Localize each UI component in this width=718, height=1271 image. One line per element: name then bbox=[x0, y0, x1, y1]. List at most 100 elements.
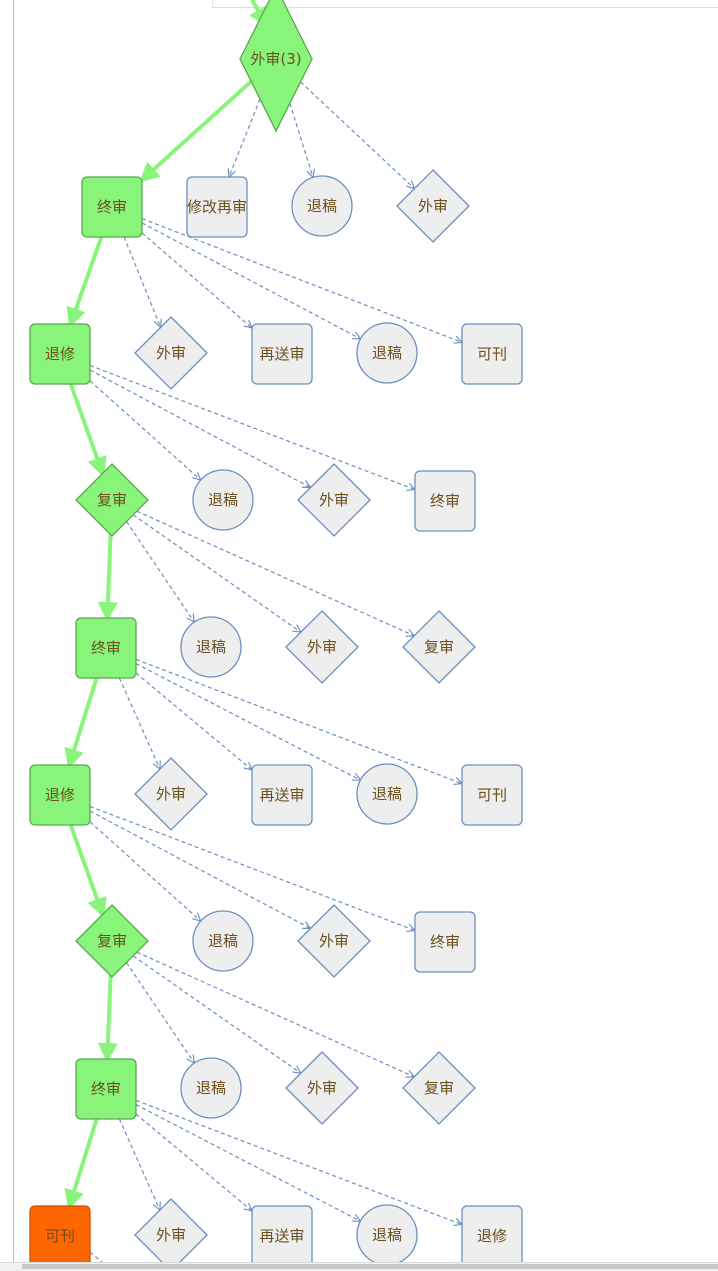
node-rect[interactable]: 再送审 bbox=[251, 1205, 313, 1262]
node-shape-rect bbox=[461, 764, 523, 826]
node-label: 终审 bbox=[91, 639, 121, 657]
node-circle[interactable]: 退稿 bbox=[356, 322, 418, 384]
node-shape-diamond bbox=[75, 904, 149, 978]
node-rect[interactable]: 终审 bbox=[75, 1058, 137, 1120]
node-shape-rect bbox=[414, 911, 476, 973]
node-rect[interactable]: 终审 bbox=[81, 176, 143, 238]
node-shape-rect bbox=[251, 323, 313, 385]
option-edge bbox=[132, 955, 301, 1073]
option-edge bbox=[135, 1104, 360, 1222]
node-shape-diamond bbox=[396, 169, 470, 243]
node-rect[interactable]: 退修 bbox=[29, 323, 91, 385]
node-shape-circle bbox=[356, 763, 418, 825]
node-shape-rect bbox=[29, 764, 91, 826]
node-diamond[interactable]: 复审 bbox=[402, 610, 476, 684]
node-rect[interactable]: 退修 bbox=[461, 1205, 523, 1262]
node-label: 复审 bbox=[97, 932, 127, 950]
node-label: 可刊 bbox=[477, 786, 507, 804]
node-diamond[interactable]: 复审 bbox=[75, 904, 149, 978]
node-shape-rect bbox=[75, 1058, 137, 1120]
node-circle[interactable]: 退稿 bbox=[192, 910, 254, 972]
node-shape-diamond bbox=[75, 463, 149, 537]
workflow-nodes: 外审(3)终审修改再审退稿外审退修外审再送审退稿可刊复审退稿外审终审终审退稿外审… bbox=[29, 0, 523, 1262]
node-diamond[interactable]: 外审 bbox=[134, 757, 208, 831]
node-label: 终审 bbox=[97, 198, 127, 216]
node-rect[interactable]: 再送审 bbox=[251, 323, 313, 385]
node-rect[interactable]: 可刊 bbox=[29, 1205, 91, 1262]
node-diamond[interactable]: 复审 bbox=[402, 1051, 476, 1125]
node-shape-circle bbox=[356, 322, 418, 384]
node-diamond[interactable]: 外审 bbox=[134, 316, 208, 390]
node-shape-diamond bbox=[297, 463, 371, 537]
main-path-edges bbox=[64, 0, 269, 1210]
node-rect[interactable]: 可刊 bbox=[461, 764, 523, 826]
node-circle[interactable]: 退稿 bbox=[356, 763, 418, 825]
node-circle[interactable]: 退稿 bbox=[356, 1204, 418, 1262]
node-rect[interactable]: 可刊 bbox=[461, 323, 523, 385]
node-rect[interactable]: 退修 bbox=[29, 764, 91, 826]
node-label: 退稿 bbox=[196, 1079, 226, 1097]
node-label: 退稿 bbox=[372, 344, 402, 362]
node-label: 可刊 bbox=[477, 345, 507, 363]
main-edge bbox=[68, 383, 107, 478]
node-diamond[interactable]: 外审 bbox=[297, 463, 371, 537]
node-rect[interactable]: 终审 bbox=[414, 470, 476, 532]
node-diamond[interactable]: 外审 bbox=[285, 1051, 359, 1125]
node-label: 退修 bbox=[45, 786, 75, 804]
node-label: 退稿 bbox=[307, 197, 337, 215]
node-label: 退稿 bbox=[208, 932, 238, 950]
main-edge bbox=[97, 534, 118, 622]
node-label: 外审 bbox=[156, 1226, 186, 1244]
node-label: 复审 bbox=[97, 491, 127, 509]
node-label: 外审(3) bbox=[250, 50, 301, 68]
node-circle[interactable]: 退稿 bbox=[291, 175, 353, 237]
main-edge bbox=[64, 677, 99, 769]
node-circle[interactable]: 退稿 bbox=[180, 616, 242, 678]
node-rect[interactable]: 再送审 bbox=[251, 764, 313, 826]
option-edges bbox=[89, 81, 462, 1262]
node-label: 外审 bbox=[418, 197, 448, 215]
node-diamond[interactable]: 外审 bbox=[285, 610, 359, 684]
node-rect[interactable]: 修改再审 bbox=[186, 176, 248, 238]
option-edge bbox=[125, 521, 194, 623]
option-edge bbox=[136, 951, 414, 1077]
node-label: 退稿 bbox=[208, 491, 238, 509]
node-shape-circle bbox=[356, 1204, 418, 1262]
node-diamond[interactable]: 复审 bbox=[75, 463, 149, 537]
node-circle[interactable]: 退稿 bbox=[180, 1057, 242, 1119]
option-edge bbox=[89, 810, 311, 929]
node-label: 外审 bbox=[319, 932, 349, 950]
node-diamond[interactable]: 外审 bbox=[297, 904, 371, 978]
node-shape-diamond bbox=[402, 610, 476, 684]
node-diamond[interactable]: 外审(3) bbox=[239, 0, 313, 133]
node-label: 终审 bbox=[430, 492, 460, 510]
node-circle[interactable]: 退稿 bbox=[192, 469, 254, 531]
node-label: 终审 bbox=[430, 933, 460, 951]
node-shape-diamond bbox=[297, 904, 371, 978]
option-edge bbox=[132, 514, 301, 632]
option-edge bbox=[89, 380, 201, 480]
node-rect[interactable]: 终审 bbox=[75, 617, 137, 679]
option-edge-stub bbox=[89, 1251, 103, 1262]
main-edge bbox=[68, 824, 107, 919]
node-diamond[interactable]: 外审 bbox=[134, 1198, 208, 1262]
option-edge bbox=[141, 218, 462, 343]
horizontal-scrollbar-thumb[interactable] bbox=[22, 1264, 718, 1269]
node-shape-rect bbox=[29, 1205, 91, 1262]
option-edge bbox=[125, 962, 194, 1064]
option-edge bbox=[135, 658, 462, 783]
node-rect[interactable]: 终审 bbox=[414, 911, 476, 973]
option-edge bbox=[289, 103, 313, 177]
option-edge bbox=[89, 364, 415, 489]
node-shape-rect bbox=[251, 1205, 313, 1262]
main-edge bbox=[66, 236, 104, 328]
option-edge bbox=[136, 510, 414, 636]
option-edge bbox=[300, 81, 415, 189]
option-edge bbox=[141, 222, 361, 339]
node-label: 外审 bbox=[307, 1079, 337, 1097]
node-label: 退稿 bbox=[196, 638, 226, 656]
node-diamond[interactable]: 外审 bbox=[396, 169, 470, 243]
option-edge bbox=[118, 1118, 160, 1210]
node-shape-diamond bbox=[239, 0, 313, 133]
